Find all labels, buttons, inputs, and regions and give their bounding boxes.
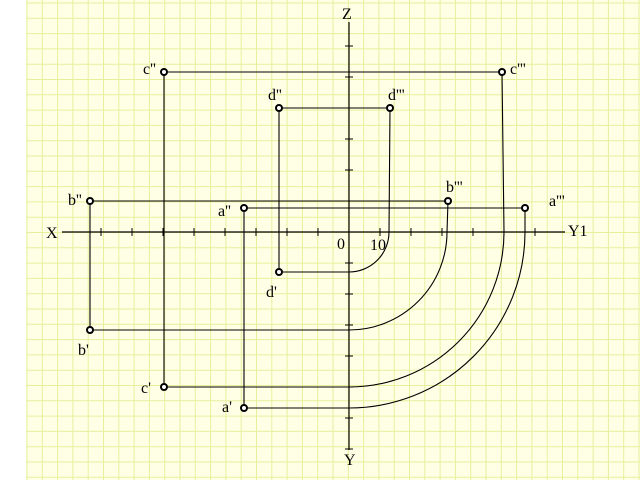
label-b-top: b': [78, 342, 89, 359]
y1-axis-label: Y1: [568, 223, 588, 240]
line-d-top-side-arc: [279, 107, 391, 273]
point-d-front: [275, 104, 283, 112]
label-b-front: b'': [68, 192, 82, 209]
line-a-top-side-arc: [244, 208, 526, 409]
point-c-front: [160, 68, 168, 76]
origin-label: 0: [337, 236, 345, 253]
point-d-top: [275, 268, 283, 276]
point-c-top: [160, 383, 168, 391]
point-labels: c'' c''' c' d'' d''' d' b'' b''' b' a'' …: [68, 61, 565, 416]
point-a-top: [240, 404, 248, 412]
label-a-top: a': [222, 399, 232, 416]
line-b-top-side-arc: [90, 200, 449, 331]
projection-lines: [89, 71, 526, 409]
grid-lines: [26, 0, 640, 480]
y-axis-label: Y: [344, 452, 356, 469]
line-c-top-side-arc: [164, 71, 505, 388]
label-d-top: d': [266, 284, 277, 301]
tick-label-10: 10: [370, 237, 386, 254]
point-b-front: [86, 197, 94, 205]
label-c-front: c'': [143, 61, 156, 78]
z-axis-label: Z: [342, 6, 352, 23]
label-d-side: d''': [388, 87, 405, 104]
axes: [62, 22, 565, 450]
projection-points: [86, 68, 529, 412]
label-a-front: a'': [218, 203, 231, 220]
point-b-top: [86, 326, 94, 334]
x-axis-label: X: [46, 225, 58, 242]
point-a-front: [240, 204, 248, 212]
point-d-side: [386, 104, 394, 112]
label-c-top: c': [141, 380, 151, 397]
label-b-side: b''': [446, 179, 463, 196]
point-a-side: [521, 204, 529, 212]
point-b-side: [444, 197, 452, 205]
label-c-side: c''': [510, 61, 526, 78]
label-d-front: d'': [268, 87, 282, 104]
label-a-side: a''': [549, 193, 565, 210]
point-c-side: [498, 68, 506, 76]
